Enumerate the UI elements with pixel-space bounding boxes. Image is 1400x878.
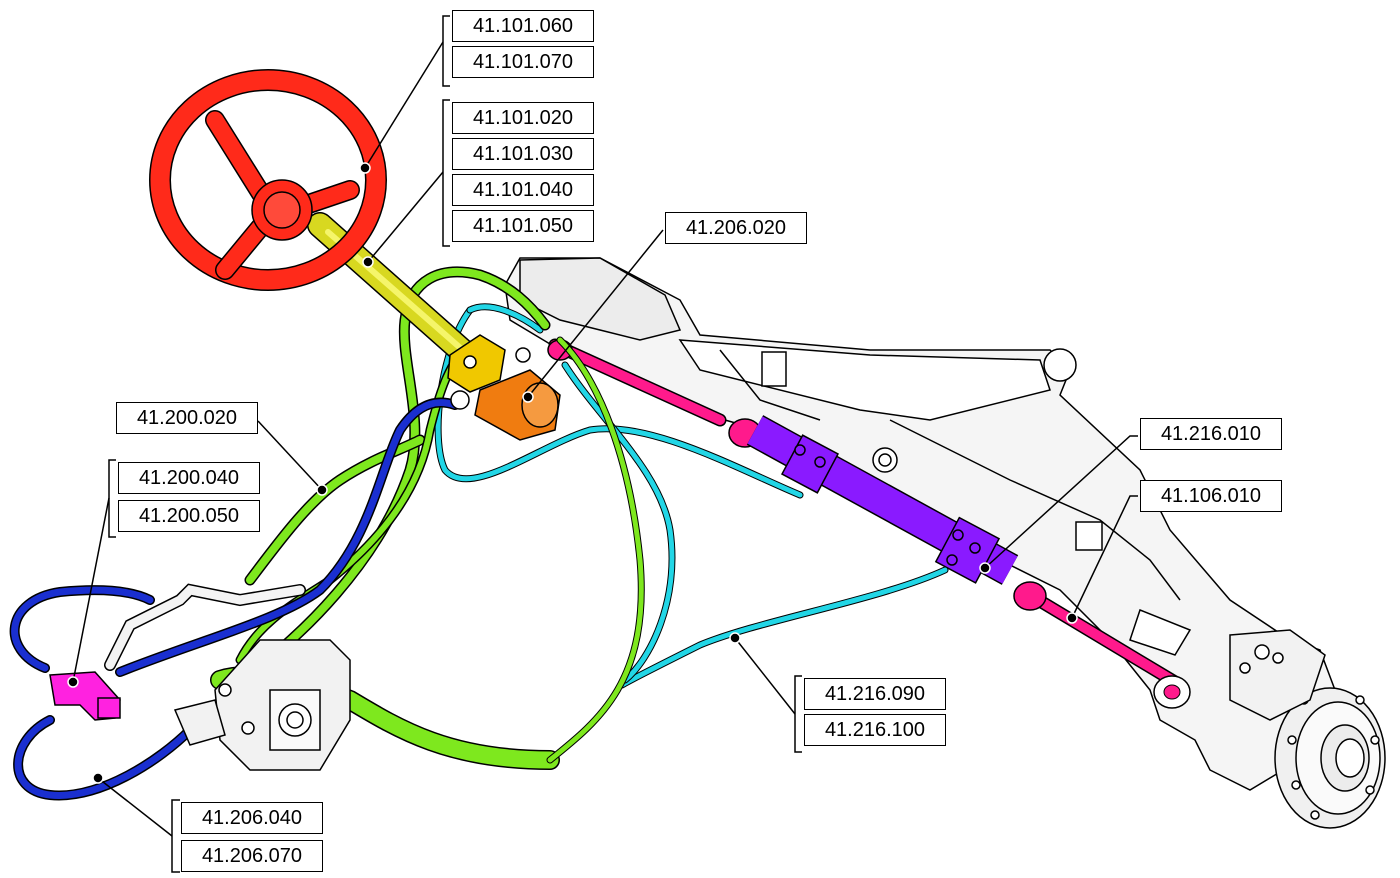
part-number-label: 41.101.020 — [452, 102, 594, 134]
part-number-label: 41.101.060 — [452, 10, 594, 42]
part-number-label: 41.206.070 — [181, 840, 323, 872]
hydraulic-pump — [173, 639, 351, 771]
leader-lines — [72, 15, 1138, 873]
steering-unit — [447, 334, 561, 441]
part-number-label: 41.101.040 — [452, 174, 594, 206]
steering-knuckle — [1229, 629, 1326, 721]
part-number-label: 41.206.040 — [181, 802, 323, 834]
part-number-label: 41.206.020 — [665, 212, 807, 244]
tie-rod — [547, 338, 1191, 709]
part-number-label: 41.216.010 — [1140, 418, 1282, 450]
part-number-label: 41.216.090 — [804, 678, 946, 710]
steering-cylinder — [746, 415, 1019, 585]
part-number-label: 41.101.030 — [452, 138, 594, 170]
steering-wheel — [149, 69, 387, 291]
leader-dots — [67, 162, 1078, 784]
part-number-label: 41.216.100 — [804, 714, 946, 746]
part-number-label: 41.200.050 — [118, 500, 260, 532]
part-number-label: 41.101.070 — [452, 46, 594, 78]
blue-hoses — [9, 397, 460, 801]
part-number-label: 41.200.020 — [116, 402, 258, 434]
part-number-label: 41.101.050 — [452, 210, 594, 242]
tee-fitting — [49, 671, 121, 721]
wheel-hub — [1274, 687, 1386, 829]
part-number-label: 41.200.040 — [118, 462, 260, 494]
part-number-label: 41.106.010 — [1140, 480, 1282, 512]
metal-line — [104, 583, 306, 671]
